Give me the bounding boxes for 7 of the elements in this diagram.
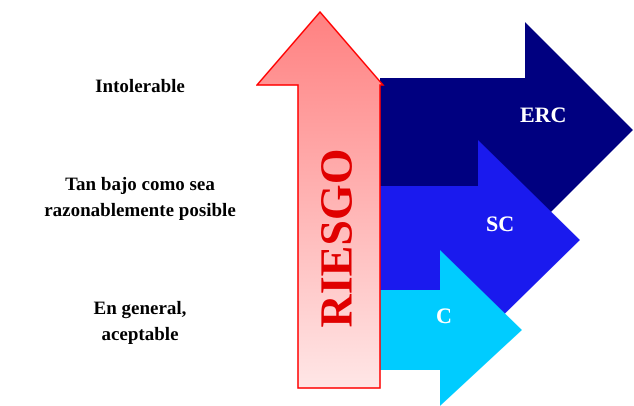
arrow-label: C (436, 303, 452, 329)
risk-level-text: En general, aceptable (92, 297, 188, 347)
arrow-label: ERC (520, 102, 566, 128)
risk-level-text: Intolerable (94, 75, 186, 99)
risk-level-text: Tan bajo como sea razonablemente posible (43, 173, 237, 223)
arrow-label: SC (486, 211, 514, 237)
arrow-label: RIESGO (310, 148, 362, 328)
